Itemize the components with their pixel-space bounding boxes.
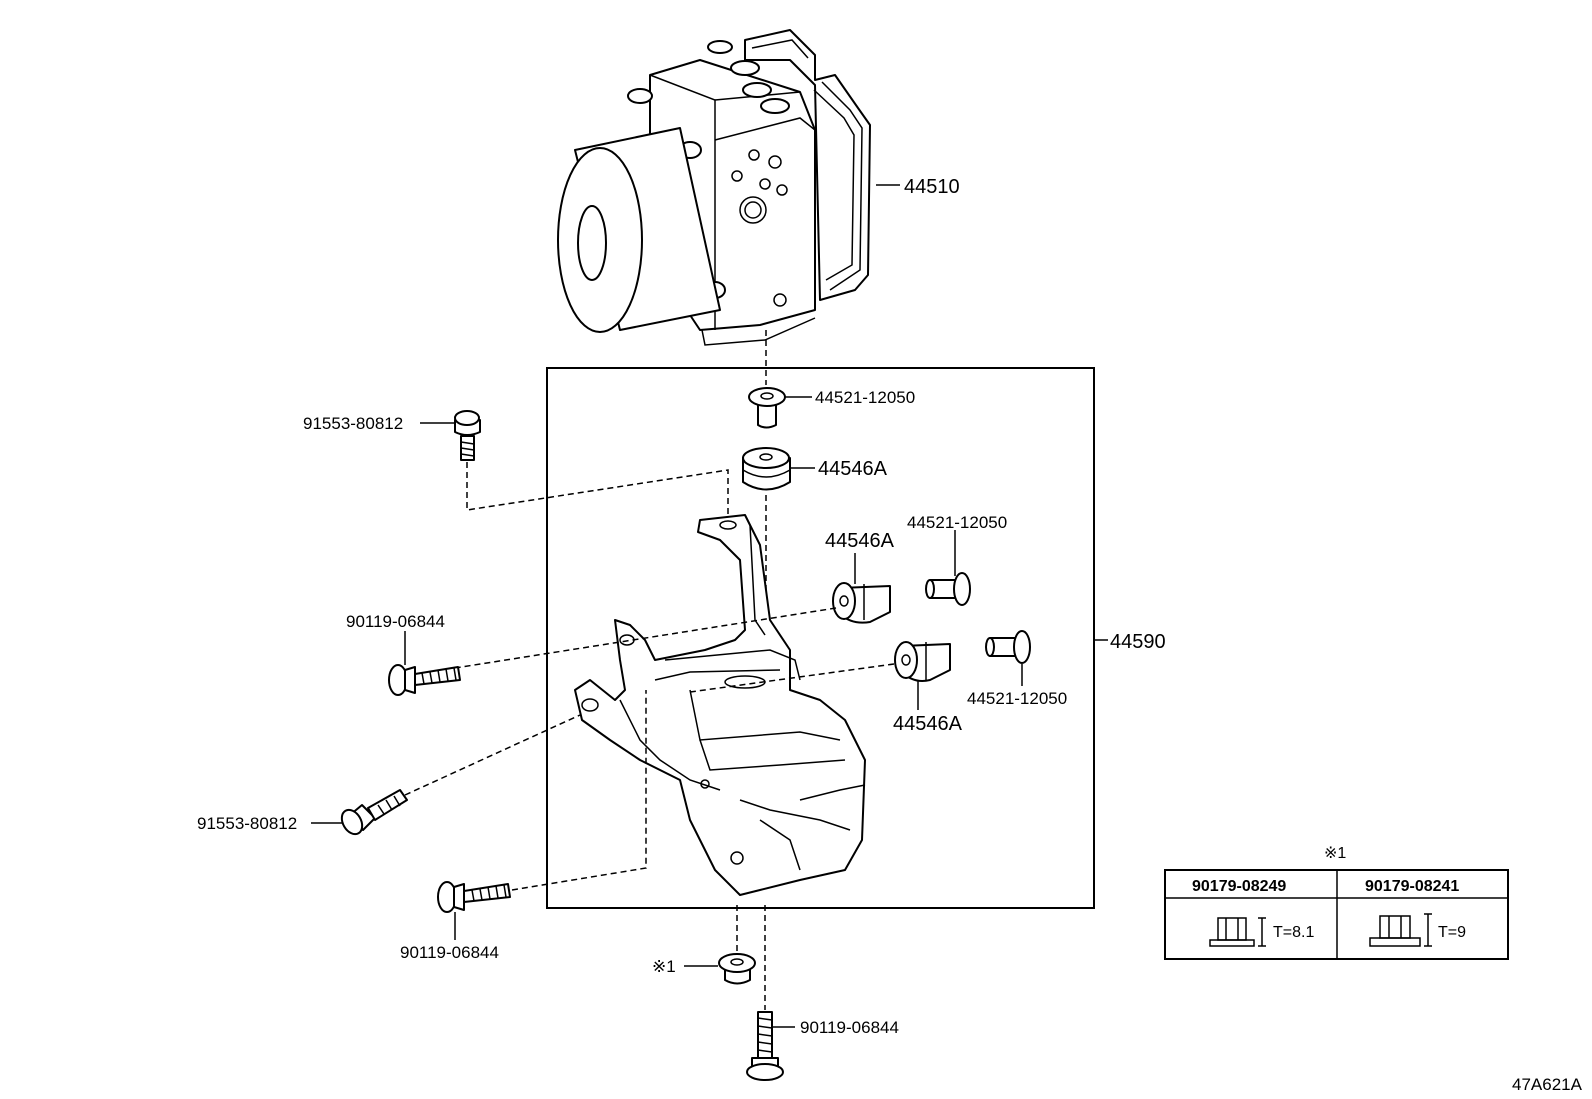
label-cushion-lower: 44546A (893, 713, 963, 735)
diagram-code: 47A621A (1512, 1075, 1583, 1094)
table-title: ※1 (1324, 845, 1346, 862)
label-bolt-lower-left: 91553-80812 (197, 814, 297, 833)
label-bolt-bottom-left: 90119-06844 (400, 943, 499, 962)
abs-actuator-44510[interactable] (557, 29, 871, 346)
collar-top[interactable] (748, 387, 786, 429)
label-bolt-top-left: 91553-80812 (303, 414, 403, 433)
nut-spec-table: ※1 90179-08249 90179-08241 T=8.1 T=9 (1164, 845, 1509, 960)
bolt-bottom[interactable] (746, 1011, 784, 1081)
nut-ref[interactable] (718, 953, 756, 985)
bracket[interactable] (574, 514, 866, 896)
table-col1-spec: T=8.1 (1273, 924, 1314, 941)
label-cushion-top: 44546A (818, 458, 888, 480)
guide-line-middle (454, 607, 837, 669)
bolt-mid-left[interactable] (388, 664, 461, 696)
label-nut-ref: ※1 (652, 957, 676, 976)
cushion-lower[interactable] (894, 641, 951, 682)
label-bolt-bottom: 90119-06844 (800, 1018, 899, 1037)
collar-lower[interactable] (985, 630, 1031, 664)
collar-middle[interactable] (925, 572, 971, 606)
table-col1-part: 90179-08249 (1192, 878, 1286, 895)
label-cushion-middle: 44546A (825, 530, 895, 552)
cushion-top[interactable] (742, 447, 791, 491)
label-actuator: 44510 (904, 176, 960, 198)
guide-line-lower (689, 663, 895, 693)
guide-line-bolt-top-left (466, 462, 729, 518)
nut-icon-1 (1209, 917, 1266, 947)
bolt-top-left[interactable] (454, 410, 481, 461)
label-collar-top: 44521-12050 (815, 388, 915, 407)
table-col2-part: 90179-08241 (1365, 878, 1459, 895)
nut-icon-2 (1369, 913, 1432, 947)
guide-line-bolt-bottom-left (511, 690, 647, 891)
table-col2-spec: T=9 (1438, 924, 1466, 941)
guide-line-bolt-lower-left (404, 714, 581, 796)
label-assembly: 44590 (1110, 631, 1166, 653)
bolt-bottom-left[interactable] (437, 881, 511, 913)
label-collar-middle: 44521-12050 (907, 513, 1007, 532)
bolt-lower-left[interactable] (338, 789, 408, 838)
label-collar-lower: 44521-12050 (967, 689, 1067, 708)
assembly-box-44590 (546, 367, 1095, 909)
label-bolt-mid-left: 90119-06844 (346, 612, 445, 631)
cushion-middle[interactable] (832, 582, 891, 624)
